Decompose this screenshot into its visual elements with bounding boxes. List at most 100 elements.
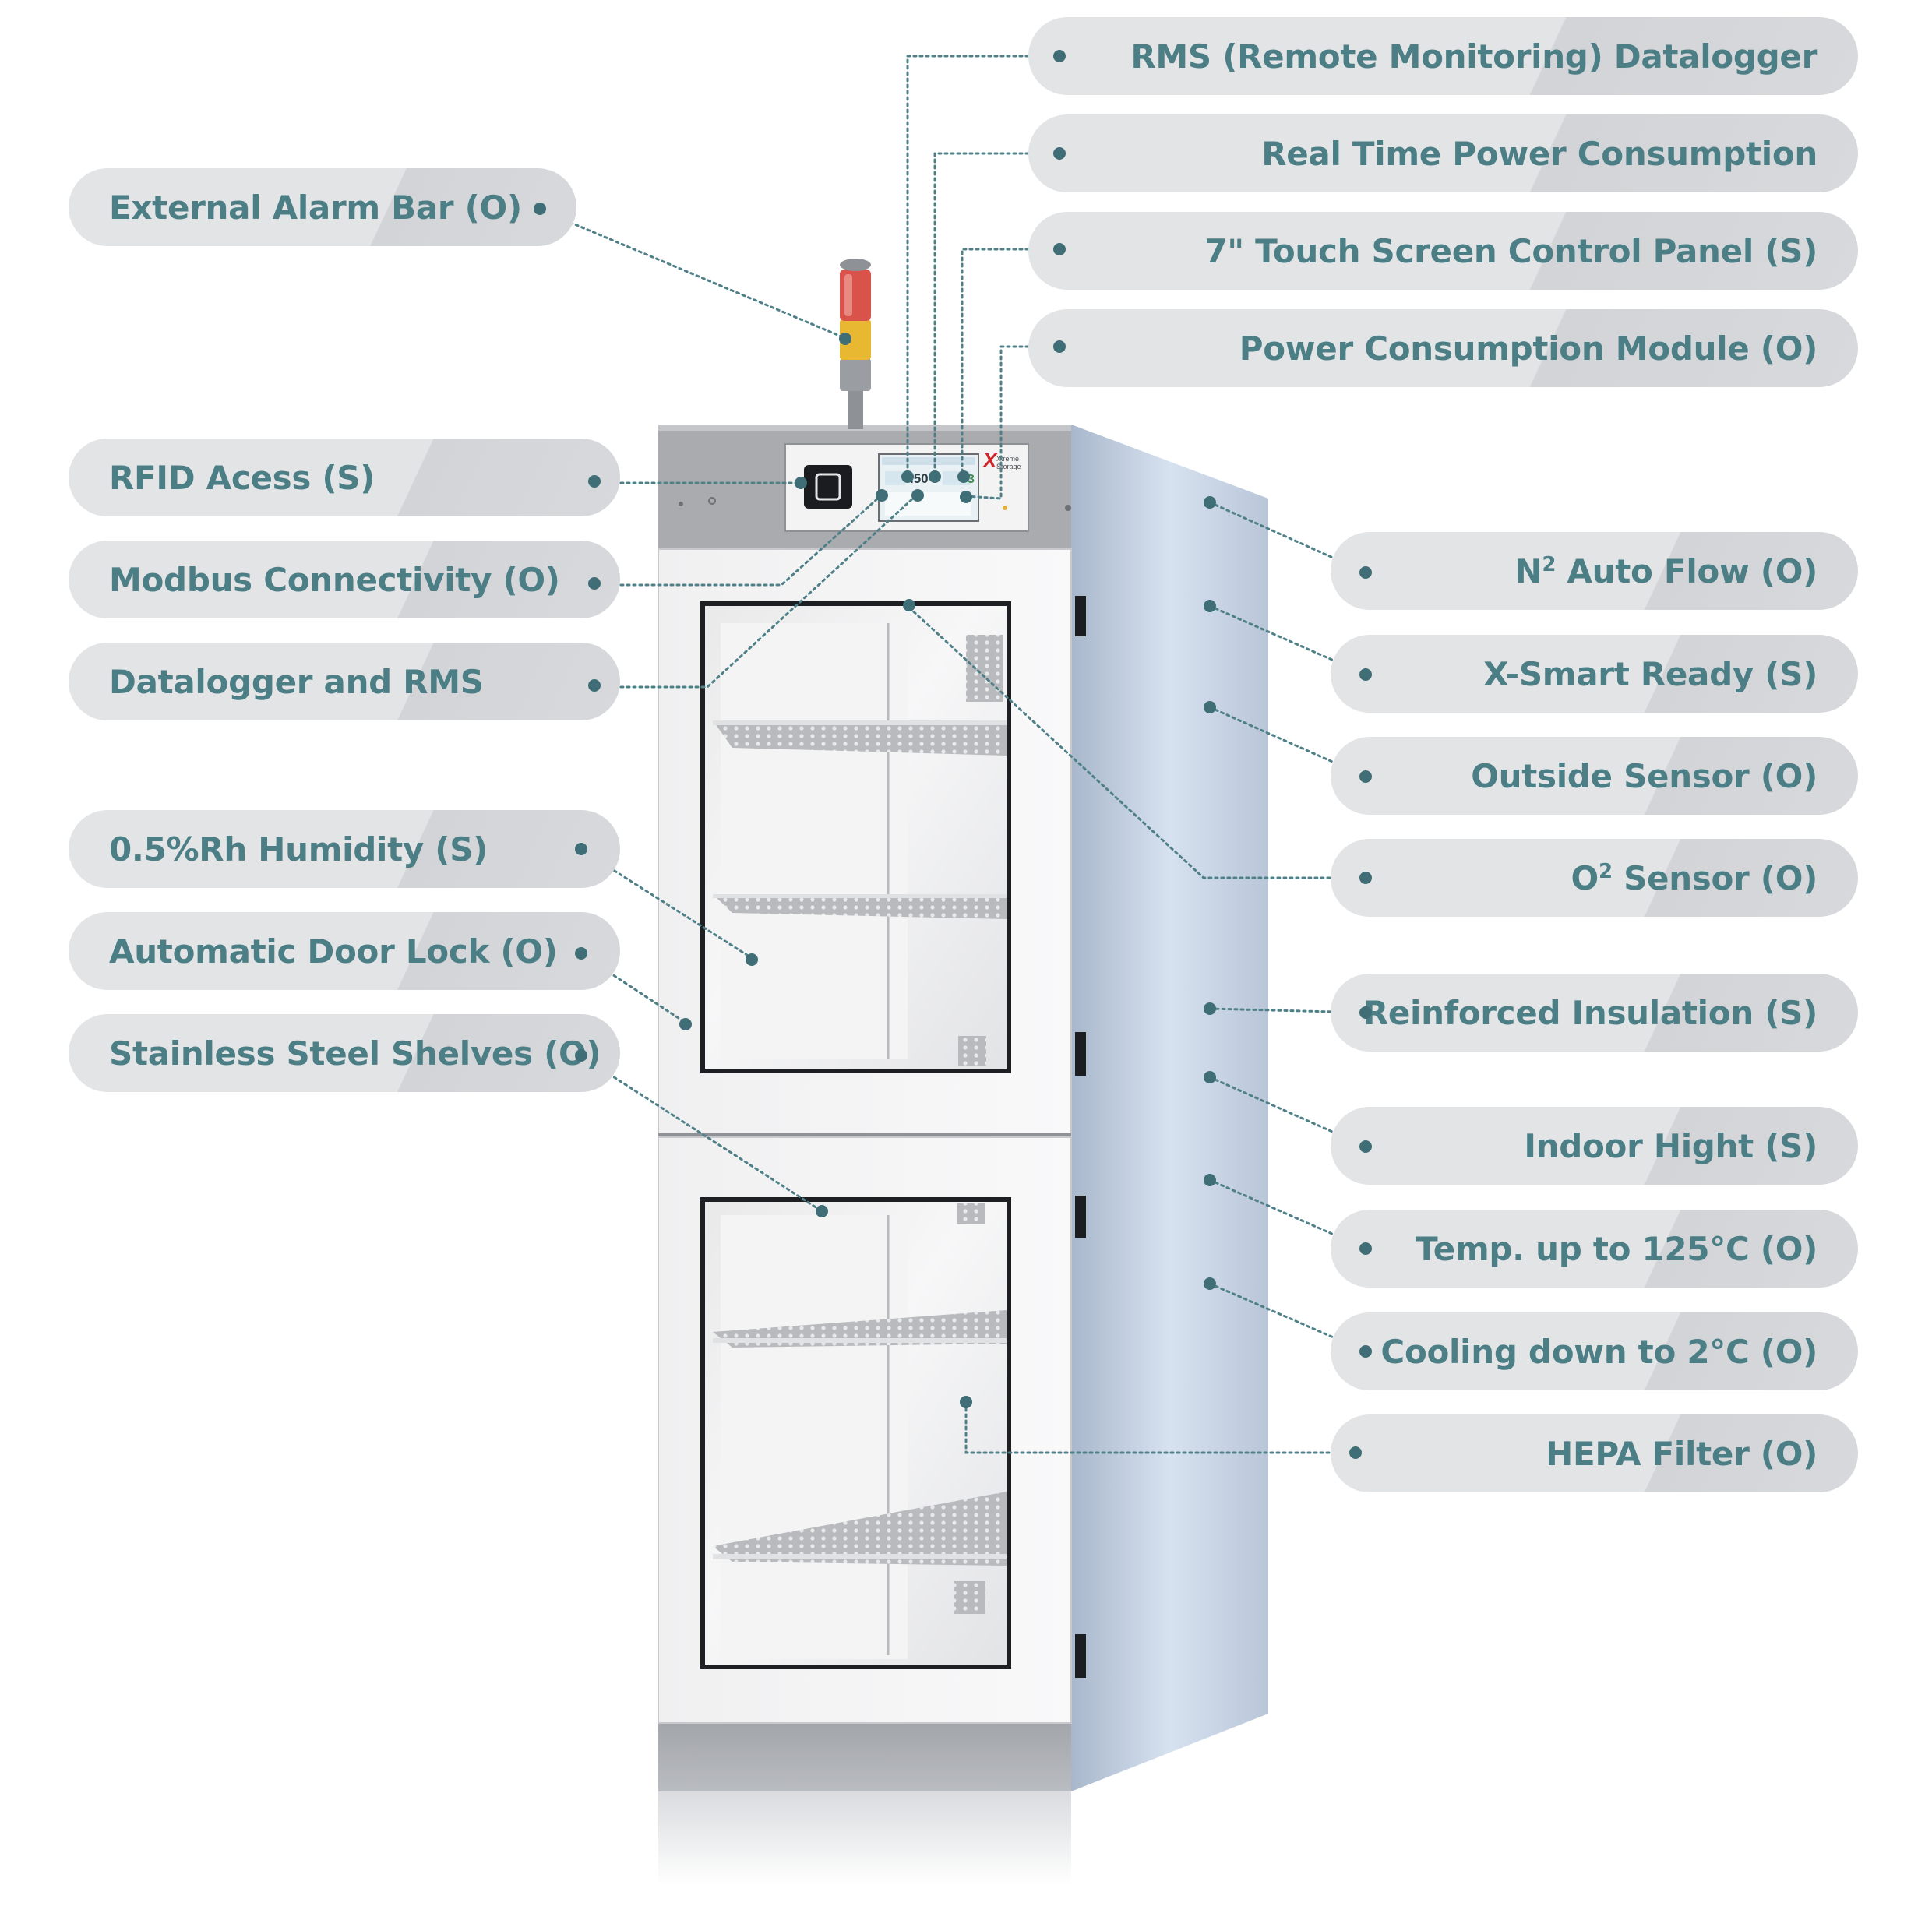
leader-lines	[540, 55, 1367, 1454]
label-dot-n2-auto-flow	[1359, 566, 1372, 579]
lower-hinge-top	[1075, 1196, 1086, 1238]
target-dot-power-module	[960, 491, 972, 503]
target-dot-modbus	[876, 489, 888, 502]
target-dot-cooling	[1204, 1277, 1216, 1290]
label-dot-hepa-filter	[1349, 1446, 1362, 1459]
label-humidity: 0.5%Rh Humidity (S)	[69, 810, 620, 888]
upper-shelf-1-edge	[713, 720, 1007, 725]
screen-header	[882, 457, 975, 465]
upper-bottom-vent	[958, 1036, 986, 1066]
label-dot-power-consumption-module	[1053, 340, 1066, 353]
label-dot-cooling-2	[1359, 1345, 1372, 1358]
leader-external-alarm-bar	[540, 209, 843, 338]
alarm-yellow-lens	[840, 319, 871, 360]
target-dot-n2	[1204, 496, 1216, 509]
target-dot-xsmart	[1204, 600, 1216, 612]
label-indoor-hight-text: Indoor Hight (S)	[1524, 1126, 1817, 1165]
label-power-consumption-module-text: Power Consumption Module (O)	[1239, 329, 1818, 368]
label-touch-screen-panel-text: 7" Touch Screen Control Panel (S)	[1204, 231, 1817, 270]
label-rms-datalogger: RMS (Remote Monitoring) Datalogger	[1028, 17, 1858, 95]
target-dot-datalogger	[911, 489, 924, 502]
leader-hepa-filter	[964, 1400, 1357, 1454]
target-dot-o2	[903, 599, 915, 611]
leader-cooling-2	[1208, 1282, 1367, 1353]
label-dot-external-alarm-bar	[534, 203, 546, 215]
top-band-highlight	[658, 425, 1071, 431]
label-dot-automatic-door-lock	[575, 947, 587, 960]
lower-shelf-2-edge	[713, 1554, 1007, 1559]
label-real-time-power-text: Real Time Power Consumption	[1261, 134, 1817, 173]
target-dot-indoor	[1204, 1071, 1216, 1083]
label-o2-sensor: O2 Sensor (O)	[1331, 839, 1858, 917]
target-dot-humidity	[746, 953, 758, 966]
screen-tile-1	[885, 471, 905, 485]
target-dot-temp	[1204, 1174, 1216, 1186]
screen-value-text: .50	[910, 471, 929, 486]
label-outside-sensor: Outside Sensor (O)	[1331, 737, 1858, 815]
label-dot-outside-sensor	[1359, 770, 1372, 783]
label-stainless-steel-shelves: Stainless Steel Shelves (O)	[69, 1014, 620, 1092]
label-datalogger-rms-text: Datalogger and RMS	[109, 662, 484, 701]
label-hepa-filter-text: HEPA Filter (O)	[1546, 1434, 1817, 1473]
leader-rms-datalogger	[906, 55, 1061, 478]
label-real-time-power: Real Time Power Consumption	[1028, 114, 1858, 192]
label-dot-reinforced-insulation	[1359, 1006, 1372, 1019]
lower-vent-top	[957, 1203, 985, 1224]
target-dots	[679, 333, 1216, 1408]
label-dot-stainless-steel-shelves	[575, 1049, 587, 1062]
upper-shelf-2-edge	[713, 894, 1007, 898]
label-automatic-door-lock: Automatic Door Lock (O)	[69, 912, 620, 990]
target-dot-door-lock	[679, 1018, 692, 1030]
label-hepa-filter: HEPA Filter (O)	[1331, 1414, 1858, 1492]
leader-indoor-hight	[1208, 1076, 1367, 1148]
target-dot-outside	[1204, 701, 1216, 713]
upper-hinge-top	[1075, 596, 1086, 636]
label-cooling-2-text: Cooling down to 2°C (O)	[1380, 1332, 1817, 1371]
label-dot-datalogger-rms	[588, 679, 601, 692]
target-dot-shelves	[816, 1205, 828, 1217]
alarm-red-shine	[844, 274, 852, 316]
label-external-alarm-bar: External Alarm Bar (O)	[69, 168, 576, 246]
label-dot-rfid-access	[588, 475, 601, 488]
floor-reflection	[658, 1791, 1071, 1885]
band-screw-right	[1065, 505, 1071, 511]
label-humidity-text: 0.5%Rh Humidity (S)	[109, 830, 488, 868]
upper-shelf-1	[713, 720, 1007, 756]
target-dot-hepa	[960, 1396, 972, 1408]
target-dot-rms	[901, 470, 914, 483]
label-touch-screen-panel: 7" Touch Screen Control Panel (S)	[1028, 212, 1858, 290]
leader-x-smart-ready	[1208, 604, 1367, 676]
upper-hinge-bottom	[1075, 1032, 1086, 1076]
door-gap	[658, 1133, 1071, 1138]
label-o2-sensor-text: O2 Sensor (O)	[1571, 858, 1818, 897]
label-dot-rms-datalogger	[1053, 50, 1066, 62]
lower-inner-back	[721, 1215, 908, 1659]
label-datalogger-rms: Datalogger and RMS	[69, 643, 620, 720]
label-indoor-hight: Indoor Hight (S)	[1331, 1107, 1858, 1185]
leader-modbus-connectivity	[594, 495, 882, 587]
upper-shelf-2	[713, 894, 1007, 919]
lower-shelf-2	[713, 1492, 1007, 1566]
label-dot-humidity	[575, 843, 587, 855]
leader-stainless-steel-shelves	[581, 1055, 823, 1213]
label-dot-o2-sensor	[1359, 872, 1372, 884]
label-stainless-steel-shelves-text: Stainless Steel Shelves (O)	[109, 1034, 601, 1073]
alarm-cap	[840, 259, 871, 271]
brand-x-logo: X	[982, 449, 998, 472]
label-reinforced-insulation: Reinforced Insulation (S)	[1331, 974, 1858, 1052]
band-screw-left	[679, 502, 683, 506]
target-dot-insulation	[1204, 1002, 1216, 1015]
lower-bottom-vent	[954, 1581, 985, 1614]
label-automatic-door-lock-text: Automatic Door Lock (O)	[109, 932, 558, 971]
label-reinforced-insulation-text: Reinforced Insulation (S)	[1363, 993, 1817, 1032]
label-temp-125: Temp. up to 125°C (O)	[1331, 1210, 1858, 1288]
label-dot-temp-125	[1359, 1242, 1372, 1255]
label-n2-auto-flow-text: N2 Auto Flow (O)	[1514, 551, 1818, 590]
label-dot-touch-screen-panel	[1053, 243, 1066, 255]
screen-footer	[885, 492, 971, 516]
lower-shelf-1-edge	[713, 1338, 1007, 1343]
leader-outside-sensor	[1208, 706, 1367, 778]
band-screw-left-2	[708, 497, 716, 505]
label-dot-modbus-connectivity	[588, 577, 601, 590]
